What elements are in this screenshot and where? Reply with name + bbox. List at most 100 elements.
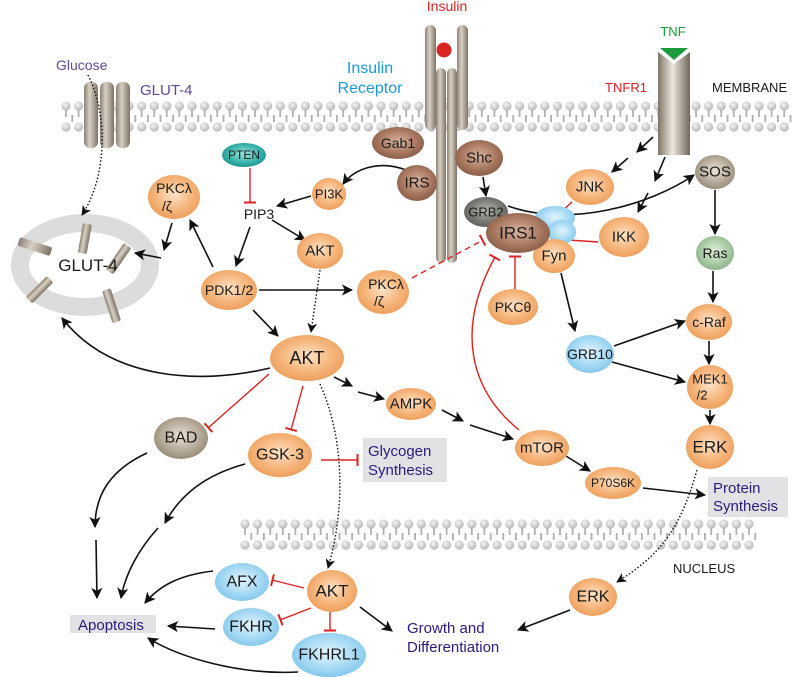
lipid bbox=[379, 519, 391, 550]
lipid bbox=[174, 101, 187, 132]
lipid bbox=[376, 101, 389, 132]
apoptosis-label: Apoptosis bbox=[78, 617, 144, 634]
lipid bbox=[593, 519, 605, 550]
lipid bbox=[719, 519, 731, 550]
lipid bbox=[555, 519, 568, 550]
node-jnk[interactable]: JNK bbox=[566, 169, 614, 205]
edge-pkc-left-to-gap bbox=[161, 222, 173, 252]
lipid bbox=[250, 101, 263, 132]
node-irs[interactable]: IRS bbox=[397, 165, 437, 201]
node-fkhr[interactable]: FKHR bbox=[223, 608, 279, 646]
node-gab1[interactable]: Gab1 bbox=[372, 127, 424, 159]
lipid bbox=[489, 101, 502, 132]
svg-text:/ζ: /ζ bbox=[374, 293, 384, 309]
node-akt-main[interactable]: AKT bbox=[270, 335, 344, 381]
node-pten[interactable]: PTEN bbox=[222, 143, 266, 167]
node-p70s6k[interactable]: P70S6K bbox=[585, 467, 641, 499]
node-pkc-left[interactable]: PKCλ/ζ bbox=[148, 175, 200, 219]
svg-text:Fyn: Fyn bbox=[541, 248, 566, 265]
node-fkhrl1[interactable]: FKHRL1 bbox=[292, 633, 366, 677]
node-sos[interactable]: SOS bbox=[695, 155, 735, 189]
lipid bbox=[542, 519, 555, 550]
node-akt-top[interactable]: AKT bbox=[297, 233, 343, 269]
svg-text:P70S6K: P70S6K bbox=[591, 476, 635, 490]
edge-akt-top-to-akt-main bbox=[307, 269, 321, 333]
edge-akt-nuc-inhibits-fkhr bbox=[277, 607, 312, 626]
insulin-receptor-label-2: Receptor bbox=[338, 80, 404, 97]
svg-text:c-Raf: c-Raf bbox=[692, 314, 726, 330]
edge-gsk3-to-apoptosis-1 bbox=[164, 463, 246, 524]
lipid bbox=[237, 101, 250, 132]
node-shc[interactable]: Shc bbox=[455, 140, 503, 176]
insulin-receptor-label-1: Insulin bbox=[347, 60, 393, 77]
svg-text:Shc: Shc bbox=[466, 150, 492, 167]
nucleus-label: NUCLEUS bbox=[673, 561, 735, 576]
svg-text:IRS: IRS bbox=[404, 175, 429, 192]
lipid bbox=[716, 101, 729, 132]
lipid bbox=[552, 101, 565, 132]
lipid bbox=[540, 101, 552, 132]
svg-text:FKHR: FKHR bbox=[229, 619, 273, 636]
lipid bbox=[137, 101, 149, 132]
edge-pdk-to-pkc-left bbox=[189, 218, 214, 268]
svg-text:GSK-3: GSK-3 bbox=[256, 447, 304, 464]
lipid bbox=[691, 101, 704, 132]
node-ikk[interactable]: IKK bbox=[599, 217, 649, 257]
lipid bbox=[351, 101, 363, 132]
lipid bbox=[353, 519, 366, 550]
edge-to-vesicle bbox=[133, 249, 162, 261]
lipid bbox=[505, 519, 517, 550]
lipid bbox=[363, 101, 376, 132]
node-bad[interactable]: BAD bbox=[154, 417, 208, 459]
node-akt-nucleus[interactable]: AKT bbox=[307, 570, 357, 612]
lipid bbox=[225, 101, 237, 132]
node-pdk12[interactable]: PDK1/2 bbox=[201, 270, 257, 310]
node-afx[interactable]: AFX bbox=[215, 563, 269, 601]
lipid bbox=[502, 101, 515, 132]
lipid bbox=[578, 101, 590, 132]
node-fyn[interactable]: Fyn bbox=[533, 239, 575, 273]
node-pi3k[interactable]: PI3K bbox=[312, 178, 346, 210]
pathway-nodes: Gab1 IRS Shc GRB2 Fyn IRS1 PTEN PI3K PIP… bbox=[148, 127, 735, 677]
node-ras[interactable]: Ras bbox=[696, 236, 734, 270]
node-gsk3[interactable]: GSK-3 bbox=[248, 433, 312, 477]
edge-pip3-to-akt-top bbox=[271, 219, 306, 241]
lipid bbox=[200, 101, 212, 132]
node-erk-nucleus[interactable]: ERK bbox=[569, 578, 617, 616]
lipid bbox=[731, 519, 744, 550]
lipid bbox=[212, 101, 225, 132]
edge-glucose-to-vesicle bbox=[81, 74, 103, 216]
node-irs1[interactable]: IRS1 bbox=[486, 213, 550, 253]
lipid bbox=[162, 101, 174, 132]
lipid bbox=[744, 519, 757, 550]
node-erk-cytoplasm[interactable]: ERK bbox=[686, 425, 734, 469]
node-pkc-theta[interactable]: PKCθ bbox=[488, 289, 538, 325]
glycogen-synthesis-line2: Synthesis bbox=[368, 462, 433, 479]
lipid bbox=[316, 519, 328, 550]
protein-synthesis-line1: Protein bbox=[713, 480, 761, 497]
outcome-growth-differentiation: Growth and Differentiation bbox=[407, 620, 499, 656]
svg-text:mTOR: mTOR bbox=[520, 440, 564, 457]
edge-bad-to-apoptosis-2 bbox=[91, 539, 103, 600]
node-pkc-mid[interactable]: PKCλ/ζ bbox=[357, 270, 409, 314]
lipid bbox=[517, 519, 530, 550]
lipid bbox=[681, 519, 694, 550]
lipid bbox=[414, 101, 426, 132]
node-craf[interactable]: c-Raf bbox=[686, 304, 732, 340]
outcome-apoptosis: Apoptosis bbox=[70, 615, 156, 634]
glut4-membrane-label: GLUT-4 bbox=[140, 82, 193, 99]
lipid bbox=[492, 519, 505, 550]
node-mek12[interactable]: MEK1/2 bbox=[687, 365, 733, 409]
node-mtor[interactable]: mTOR bbox=[515, 430, 569, 466]
node-ampk[interactable]: AMPK bbox=[386, 388, 436, 420]
nuclear-membrane bbox=[240, 519, 757, 550]
node-pip3[interactable]: PIP3 bbox=[244, 206, 275, 222]
glut4-transporter bbox=[84, 82, 130, 148]
edge-ampk-to-mtor-2 bbox=[469, 424, 515, 442]
node-grb10[interactable]: GRB10 bbox=[566, 335, 614, 373]
lipid bbox=[429, 519, 442, 550]
lipid bbox=[565, 101, 578, 132]
edge-afx-to-apoptosis bbox=[144, 570, 214, 604]
edge-fkhr-to-apoptosis bbox=[166, 621, 216, 633]
